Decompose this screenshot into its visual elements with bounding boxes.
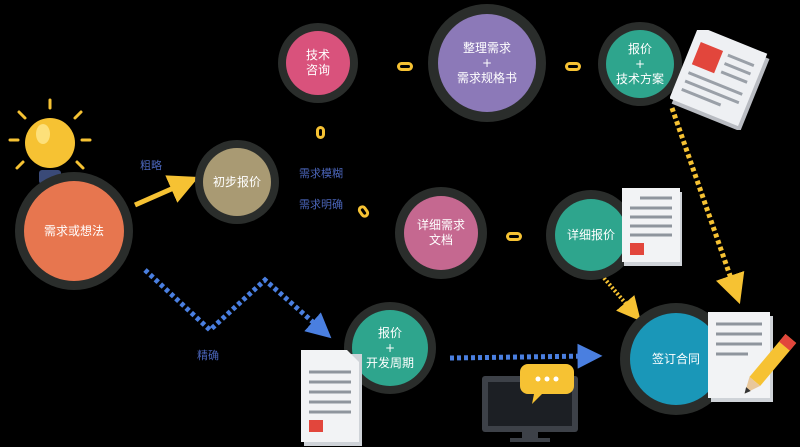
document-icon: [622, 188, 682, 266]
arrow-to-contract-blue: [449, 343, 603, 369]
node-initial-quote: 初步报价: [203, 148, 271, 216]
label-vague: 需求模糊: [299, 167, 343, 180]
document-icon: [301, 350, 362, 446]
chain-link-icon: [565, 62, 581, 71]
chain-link-icon: [397, 62, 413, 71]
node-quote-tech: 报价 + 技术方案: [606, 30, 674, 98]
label-precise: 精确: [197, 349, 219, 362]
chain-link-icon: [316, 126, 325, 139]
node-organize: 整理需求 + 需求规格书: [438, 14, 536, 112]
arrow-detail-to-contract: [602, 276, 641, 322]
contract-pen-icon: [708, 312, 797, 402]
label-rough: 粗略: [140, 159, 162, 172]
newspaper-icon: [670, 30, 770, 130]
node-contract: 签订合同: [630, 313, 722, 405]
monitor-chat-icon: [482, 364, 578, 442]
node-consult: 技术 咨询: [286, 31, 350, 95]
arrow-precise: [143, 268, 332, 339]
label-clear: 需求明确: [299, 198, 343, 211]
node-idea: 需求或想法: [24, 181, 124, 281]
node-quote-cycle: 报价 + 开发周期: [352, 310, 428, 386]
chain-link-icon: [506, 232, 522, 241]
node-detail-doc: 详细需求 文档: [404, 196, 478, 270]
node-detail-quote: 详细报价: [555, 199, 627, 271]
arrow-rough: [133, 175, 199, 208]
